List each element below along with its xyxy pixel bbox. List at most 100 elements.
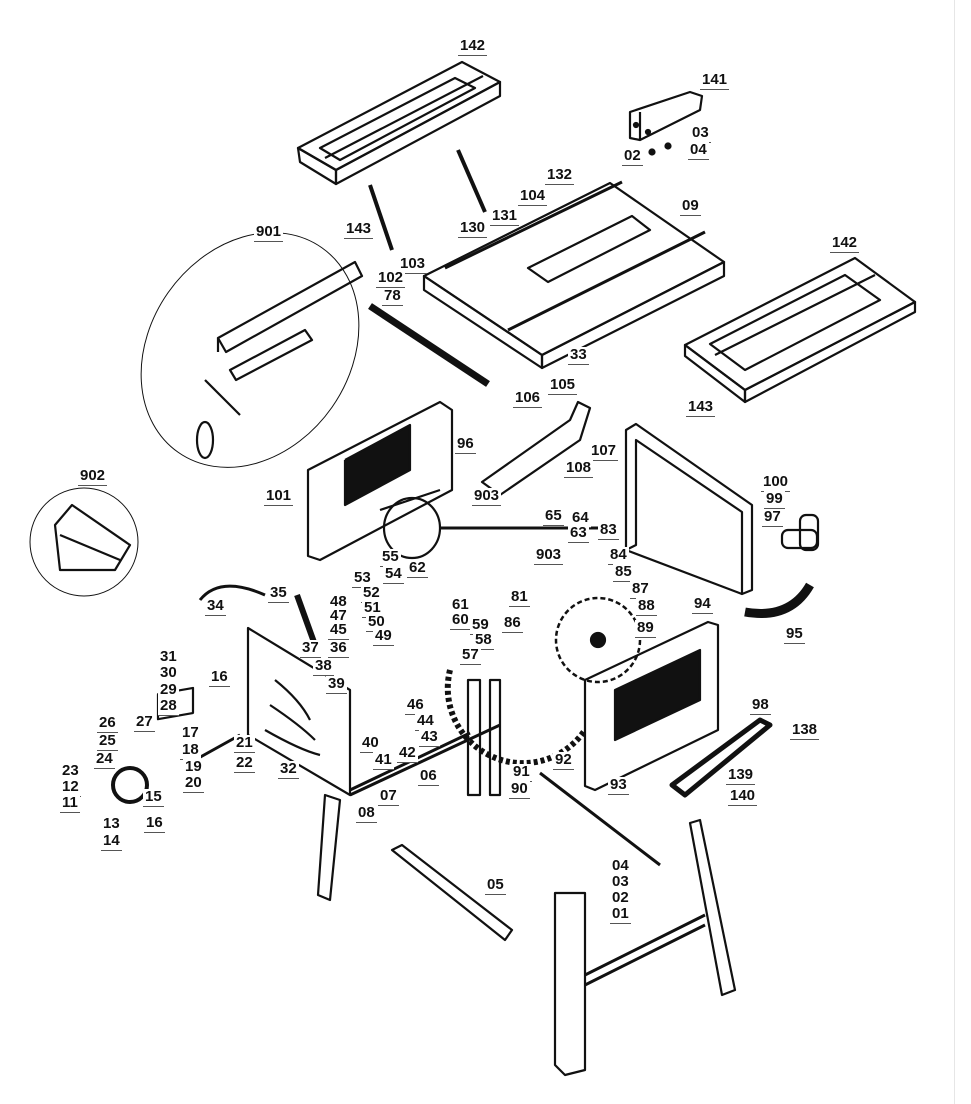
part-label-24: 24	[94, 750, 115, 769]
part-label-142a: 142	[458, 37, 488, 56]
part-label-20: 20	[183, 774, 204, 793]
part-label-27: 27	[134, 713, 155, 732]
part-label-140: 140	[728, 787, 758, 806]
part-label-07: 07	[378, 787, 399, 806]
part-label-65: 65	[543, 507, 564, 526]
leg-center	[466, 678, 482, 797]
part-label-89: 89	[635, 619, 656, 638]
page-edge	[954, 0, 971, 1104]
part-label-41: 41	[373, 751, 394, 770]
blade-housing	[444, 669, 588, 767]
part-label-108: 108	[564, 459, 594, 478]
part-label-21: 21	[234, 734, 255, 753]
side-frame	[624, 422, 754, 596]
miter-callout-circle	[29, 487, 139, 597]
part-label-33: 33	[568, 346, 589, 365]
part-label-90: 90	[509, 780, 530, 799]
part-label-49: 49	[373, 627, 394, 646]
miter-gauge	[53, 503, 132, 572]
part-label-51: 51	[362, 599, 383, 618]
part-label-139: 139	[726, 766, 756, 785]
part-label-28: 28	[158, 697, 179, 716]
part-label-64: 64	[570, 509, 591, 528]
part-label-34: 34	[205, 597, 226, 616]
dust-hose	[744, 582, 814, 618]
leg-left	[316, 793, 342, 902]
part-label-104: 104	[518, 187, 548, 206]
part-label-94: 94	[692, 595, 713, 614]
part-label-60: 60	[450, 611, 471, 630]
part-label-96: 96	[455, 435, 476, 454]
part-label-39: 39	[326, 675, 347, 694]
part-label-15: 15	[143, 788, 164, 807]
extension-table-top	[296, 60, 502, 251]
part-label-43: 43	[419, 728, 440, 747]
part-label-52: 52	[361, 584, 382, 603]
part-label-86: 86	[502, 614, 523, 633]
part-label-91: 91	[511, 763, 532, 782]
part-label-42: 42	[397, 744, 418, 763]
part-label-32: 32	[278, 760, 299, 779]
part-label-40: 40	[360, 734, 381, 753]
part-label-81: 81	[509, 588, 530, 607]
rail-05	[390, 843, 514, 942]
part-label-102: 102	[376, 269, 406, 288]
part-label-26: 26	[97, 714, 118, 733]
part-label-11: 11	[60, 794, 80, 813]
extension-table-right	[683, 256, 917, 404]
support-arm	[669, 717, 773, 798]
main-table	[422, 180, 726, 370]
part-label-31: 31	[158, 648, 179, 667]
fence-rail	[368, 303, 490, 387]
power-cord	[198, 584, 266, 601]
part-label-58: 58	[473, 631, 494, 650]
part-label-142b: 142	[830, 234, 860, 253]
part-label-02b: 02	[610, 889, 631, 908]
part-label-04a: 04	[688, 141, 709, 160]
part-label-99: 99	[764, 490, 785, 509]
part-label-29: 29	[158, 681, 179, 700]
part-label-92: 92	[553, 751, 574, 770]
part-label-88: 88	[636, 597, 657, 616]
frame-rail-06	[349, 723, 501, 797]
part-label-131: 131	[490, 207, 520, 226]
part-label-47: 47	[328, 607, 349, 626]
blade-guard	[480, 400, 592, 497]
rear-grill-panel	[306, 400, 454, 562]
part-label-38: 38	[313, 657, 334, 676]
dust-port	[780, 513, 820, 552]
part-label-143b: 143	[686, 398, 716, 417]
part-label-63: 63	[568, 524, 589, 543]
part-label-85: 85	[613, 563, 634, 582]
part-label-902: 902	[78, 467, 108, 486]
part-label-09: 09	[680, 197, 701, 216]
part-label-101: 101	[264, 487, 294, 506]
part-label-130: 130	[458, 219, 488, 238]
part-label-05: 05	[485, 876, 506, 895]
part-label-132: 132	[545, 166, 575, 185]
part-label-141: 141	[700, 71, 730, 90]
part-label-16a: 16	[209, 668, 230, 687]
part-label-105: 105	[548, 376, 578, 395]
part-label-08: 08	[356, 804, 377, 823]
fence-callout-ellipse	[140, 232, 360, 468]
rip-fence	[195, 260, 364, 460]
part-label-46: 46	[405, 696, 426, 715]
part-label-02a: 02	[622, 147, 643, 166]
part-label-61: 61	[450, 596, 471, 615]
part-label-78: 78	[382, 287, 403, 306]
bracket-141	[628, 90, 704, 156]
blade-arbor-nut	[589, 631, 607, 649]
part-label-903b: 903	[534, 546, 564, 565]
part-label-37: 37	[300, 639, 321, 658]
part-label-23: 23	[60, 762, 81, 781]
part-label-45: 45	[328, 621, 349, 640]
part-label-03a: 03	[690, 124, 711, 143]
part-label-16b: 16	[144, 814, 165, 833]
part-label-107: 107	[589, 442, 619, 461]
part-label-54: 54	[383, 565, 404, 584]
leg-assembly	[553, 818, 737, 1077]
part-label-12: 12	[60, 778, 81, 797]
